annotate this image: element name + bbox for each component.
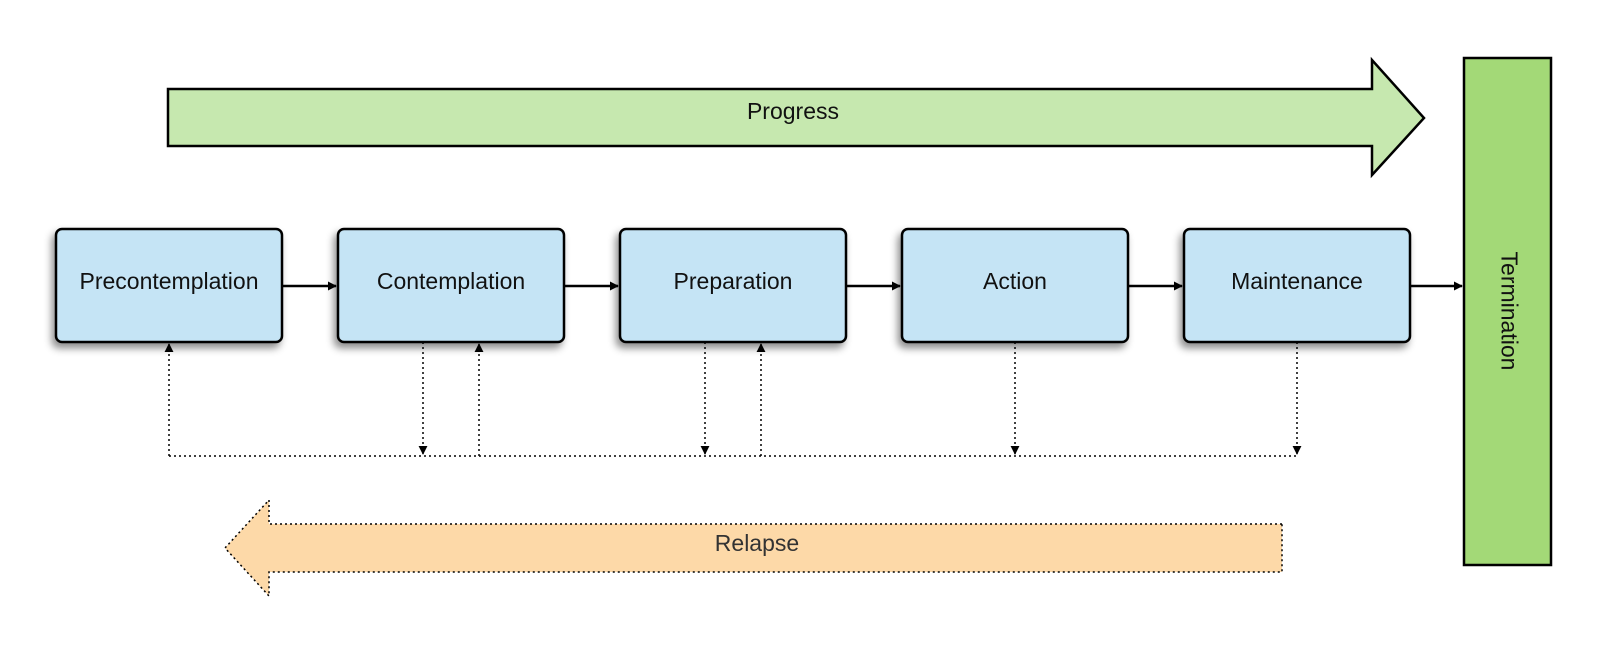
progress-arrow: Progress [166, 56, 1426, 179]
stage-precontemplation-label: Precontemplation [80, 268, 259, 294]
termination-label: Termination [1496, 252, 1522, 371]
progress-label: Progress [747, 98, 839, 124]
relapse-arrow-shape [223, 498, 1283, 598]
termination-box-shape [1462, 56, 1553, 567]
relapse-label: Relapse [715, 530, 799, 556]
stage-preparation-label: Preparation [674, 268, 793, 294]
stage-preparation: Preparation [618, 227, 848, 344]
relapse-connectors [164, 342, 1302, 457]
termination-box: Termination [1462, 56, 1553, 567]
stage-action: Action [900, 227, 1130, 344]
stage-contemplation: Contemplation [336, 227, 566, 344]
stage-maintenance-label: Maintenance [1231, 268, 1363, 294]
progress-arrow-shape [166, 56, 1426, 179]
stage-maintenance: Maintenance [1182, 227, 1412, 344]
stage-boxes: Precontemplation Contemplation Preparati… [54, 227, 1412, 344]
stage-action-label: Action [983, 268, 1047, 294]
stage-precontemplation: Precontemplation [54, 227, 284, 344]
stage-contemplation-label: Contemplation [377, 268, 525, 294]
relapse-arrow: Relapse [223, 498, 1283, 598]
